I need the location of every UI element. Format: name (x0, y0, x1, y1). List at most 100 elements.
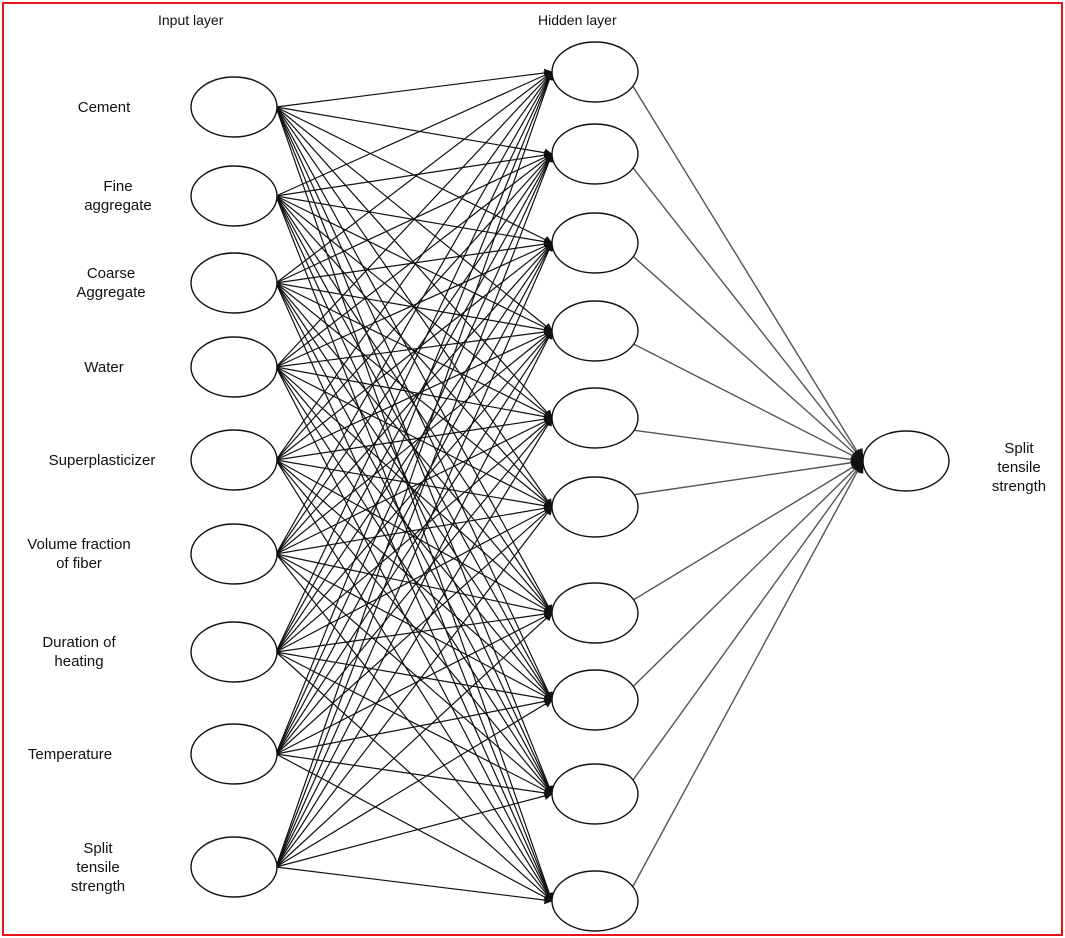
edge-input-5-hidden-3 (275, 242, 553, 461)
edge-input-5-hidden-10 (275, 459, 553, 902)
hidden-node-6 (551, 476, 639, 538)
input-node-label: Coarse Aggregate (76, 265, 146, 301)
edge-input-1-hidden-1 (275, 68, 553, 108)
edge-hidden-8-output (631, 460, 864, 689)
edge-hidden-1-output (630, 83, 864, 463)
edge-hidden-2-output (630, 165, 864, 462)
edge-input-5-hidden-6 (275, 459, 553, 510)
edge-input-6-hidden-2 (275, 153, 553, 555)
input-node-label: Water (84, 358, 124, 376)
input-node-label: Split tensile strength (70, 839, 126, 895)
edge-input-2-hidden-10 (275, 195, 554, 902)
input-node-1 (190, 76, 278, 138)
edge-input-5-hidden-1 (275, 71, 553, 461)
edge-input-4-hidden-1 (275, 71, 553, 368)
edge-input-2-hidden-9 (275, 195, 553, 795)
edge-input-4-hidden-4 (275, 327, 553, 368)
hidden-node-7 (551, 582, 639, 644)
edge-input-7-hidden-3 (275, 242, 553, 653)
edge-hidden-5-output (631, 429, 865, 466)
edge-input-7-hidden-9 (275, 651, 553, 795)
edge-input-9-hidden-5 (275, 417, 553, 868)
edge-input-6-hidden-9 (275, 553, 553, 795)
edge-input-8-hidden-3 (275, 242, 553, 755)
edge-input-9-hidden-1 (275, 71, 554, 868)
hidden-node-8 (551, 669, 639, 731)
hidden-output-connections (630, 83, 865, 890)
edge-input-8-hidden-2 (275, 153, 553, 755)
edge-input-4-hidden-10 (275, 366, 553, 902)
input-node-9 (190, 836, 278, 898)
input-node-label: Temperature (27, 745, 113, 763)
edge-input-9-hidden-10 (275, 866, 553, 905)
edge-input-7-hidden-1 (275, 71, 553, 653)
edge-input-9-hidden-7 (275, 612, 553, 868)
edge-input-5-hidden-7 (275, 459, 553, 614)
input-node-label: Duration of heating (42, 634, 116, 670)
hidden-node-2 (551, 123, 639, 185)
input-node-5 (190, 429, 278, 491)
edge-hidden-4-output (631, 342, 865, 462)
input-node-6 (190, 523, 278, 585)
edge-input-4-hidden-8 (275, 366, 553, 701)
input-layer-title: Input layer (158, 12, 224, 28)
edge-input-3-hidden-1 (275, 71, 553, 284)
input-node-label: Cement (77, 98, 131, 116)
edge-input-3-hidden-3 (275, 239, 553, 284)
edge-input-9-hidden-9 (275, 791, 553, 868)
edge-hidden-10-output (630, 459, 864, 890)
edge-input-7-hidden-6 (275, 506, 553, 653)
input-node-label: Volume fraction of fiber (27, 536, 131, 572)
edge-input-5-hidden-5 (275, 414, 553, 461)
edge-input-8-hidden-9 (275, 753, 553, 798)
edge-input-4-hidden-6 (275, 366, 553, 508)
edge-input-2-hidden-1 (275, 71, 553, 197)
edge-input-7-hidden-7 (275, 609, 553, 653)
hidden-node-5 (551, 387, 639, 449)
edge-input-4-hidden-5 (275, 366, 553, 421)
input-node-8 (190, 723, 278, 785)
output-node (862, 430, 950, 492)
edge-input-7-hidden-4 (275, 330, 553, 653)
edge-input-6-hidden-7 (275, 553, 553, 616)
edge-input-4-hidden-2 (275, 153, 553, 368)
edge-input-4-hidden-3 (275, 242, 553, 368)
edge-input-6-hidden-8 (275, 553, 553, 701)
edge-hidden-7-output (631, 460, 865, 602)
edge-input-5-hidden-4 (275, 330, 553, 461)
edge-input-1-hidden-7 (275, 106, 553, 614)
edge-input-8-hidden-5 (275, 417, 553, 755)
edge-input-8-hidden-6 (275, 506, 553, 755)
edge-input-6-hidden-6 (275, 504, 553, 555)
edge-input-3-hidden-5 (275, 282, 553, 419)
edge-input-8-hidden-7 (275, 612, 553, 755)
edge-input-2-hidden-2 (275, 150, 553, 197)
edge-input-6-hidden-1 (275, 71, 553, 555)
edge-input-6-hidden-5 (275, 417, 553, 555)
hidden-node-10 (551, 870, 639, 932)
edge-input-1-hidden-9 (275, 106, 554, 795)
edge-input-1-hidden-2 (275, 106, 553, 157)
hidden-node-3 (551, 212, 639, 274)
edge-input-3-hidden-2 (275, 153, 553, 284)
edge-input-3-hidden-10 (275, 282, 553, 902)
edge-input-8-hidden-8 (275, 697, 553, 755)
edge-hidden-3-output (631, 254, 864, 462)
edge-hidden-6-output (631, 456, 865, 496)
network-nodes (190, 41, 950, 932)
input-node-label: Fine aggregate (84, 178, 152, 214)
edge-input-9-hidden-3 (275, 242, 553, 868)
edge-input-6-hidden-3 (275, 242, 553, 555)
edge-input-7-hidden-8 (275, 651, 553, 703)
edge-input-9-hidden-2 (275, 153, 554, 868)
edge-input-7-hidden-2 (275, 153, 553, 653)
input-hidden-connections (275, 68, 554, 905)
edge-input-7-hidden-10 (275, 651, 553, 902)
edge-input-7-hidden-5 (275, 417, 553, 653)
edge-input-6-hidden-4 (275, 330, 553, 555)
edge-input-2-hidden-7 (275, 195, 553, 614)
input-node-7 (190, 621, 278, 683)
input-node-2 (190, 165, 278, 227)
hidden-node-4 (551, 300, 639, 362)
edge-input-1-hidden-10 (275, 106, 554, 902)
